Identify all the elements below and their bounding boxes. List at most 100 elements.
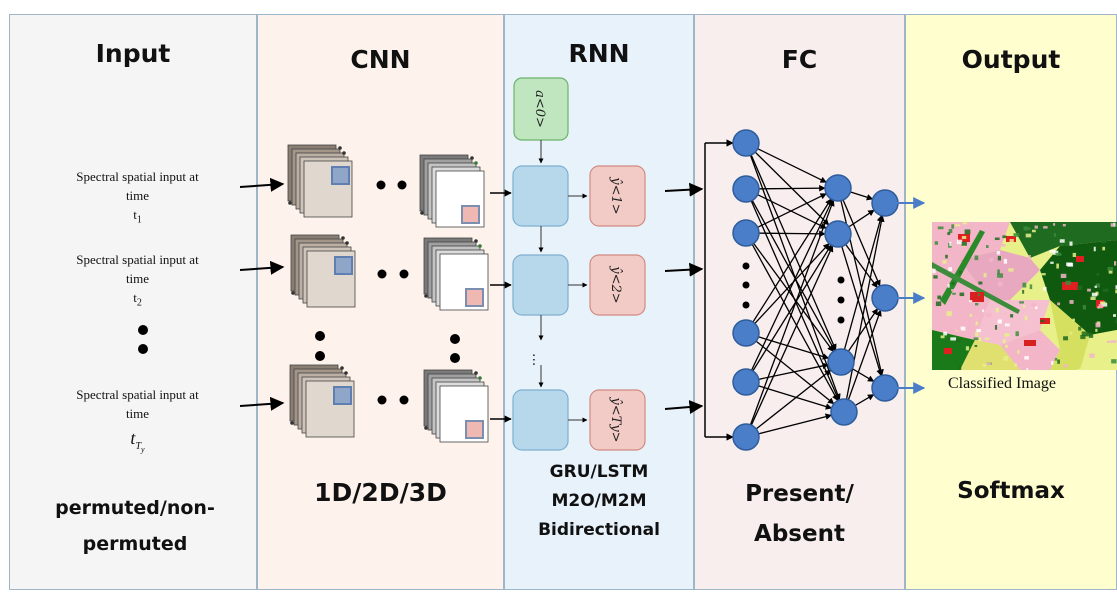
map-speckle xyxy=(957,333,962,336)
fc-ellipsis xyxy=(742,262,845,324)
map-speckle xyxy=(994,237,1000,241)
map-speckle xyxy=(974,255,979,261)
fc-node-layer-3 xyxy=(871,284,899,312)
map-speckle xyxy=(1066,262,1073,266)
cnn-corner-dot xyxy=(338,146,342,150)
map-region xyxy=(944,348,952,354)
map-speckle xyxy=(989,257,994,262)
map-speckle xyxy=(1002,235,1007,239)
cnn-stack xyxy=(423,237,489,311)
map-speckle xyxy=(1089,353,1095,358)
input-row-1-line1: Spectral spatial input at xyxy=(76,169,199,184)
cnn-kernel-square xyxy=(334,256,353,275)
map-speckle xyxy=(1072,252,1077,258)
map-speckle xyxy=(951,281,955,286)
cnn-dot xyxy=(399,395,409,405)
cnn-stack xyxy=(290,234,356,308)
fc-panel: FC xyxy=(694,14,905,590)
map-speckle xyxy=(934,241,939,245)
cnn-corner-dot xyxy=(470,156,474,160)
map-speckle xyxy=(1063,364,1068,368)
map-speckle xyxy=(974,314,981,320)
rnn-y1-box xyxy=(589,165,646,227)
rnn-cell-2[interactable] xyxy=(512,254,569,316)
map-speckle xyxy=(986,240,989,243)
input-row-3-line2: time xyxy=(125,406,150,421)
input-arrow-3 xyxy=(239,396,285,411)
map-speckle xyxy=(997,273,1003,278)
map-speckle xyxy=(1062,223,1066,227)
map-region xyxy=(975,300,1050,345)
map-region xyxy=(1006,236,1016,242)
map-speckle xyxy=(1115,285,1117,289)
map-speckle xyxy=(1031,229,1036,233)
input-row-2-line1: Spectral spatial input at xyxy=(76,252,199,267)
fc-node-layer-1 xyxy=(732,319,760,347)
map-speckle xyxy=(1069,300,1074,304)
map-speckle xyxy=(1059,239,1065,243)
map-speckle xyxy=(1017,350,1020,354)
map-speckle xyxy=(1056,263,1059,269)
map-speckle xyxy=(1100,301,1106,305)
rnn-cell-1[interactable] xyxy=(512,165,569,227)
cnn-dot xyxy=(377,269,387,279)
fc-dot xyxy=(837,316,845,324)
map-speckle xyxy=(1098,304,1103,309)
cnn-corner-dot xyxy=(420,211,424,215)
map-speckle xyxy=(1069,331,1073,335)
fc-node-layer-2 xyxy=(824,220,852,248)
map-speckle xyxy=(1005,344,1008,348)
map-speckle xyxy=(964,321,968,327)
input-footer: permuted/non- permuted xyxy=(20,490,250,562)
map-speckle xyxy=(1023,229,1027,234)
map-speckle xyxy=(1095,283,1100,288)
rnn-cell-3[interactable] xyxy=(512,389,569,451)
map-speckle xyxy=(1053,223,1056,226)
map-speckle xyxy=(976,328,981,333)
map-speckle xyxy=(1057,359,1060,364)
map-speckle xyxy=(1108,270,1113,274)
cnn-kernel-square xyxy=(465,288,484,307)
map-speckle xyxy=(1087,288,1091,292)
map-speckle xyxy=(1022,282,1027,288)
cnn-corner-dot xyxy=(478,376,482,380)
map-speckle xyxy=(1049,249,1056,253)
cnn-corner-dot xyxy=(344,371,348,375)
fc-input-bracket xyxy=(704,139,734,441)
map-speckle xyxy=(949,241,952,247)
rnn-footer-line1: GRU/LSTM xyxy=(549,462,649,482)
fc-node-layer-2 xyxy=(827,348,855,376)
map-speckle xyxy=(984,222,989,227)
map-speckle xyxy=(1041,273,1046,276)
fc-footer-line2: Absent xyxy=(754,521,845,547)
map-speckle xyxy=(975,302,979,306)
map-region xyxy=(970,292,984,302)
fc-connection xyxy=(745,369,832,438)
map-speckle xyxy=(969,300,973,303)
map-region xyxy=(1050,300,1090,370)
map-speckle xyxy=(975,321,979,326)
cnn-stack xyxy=(423,369,489,443)
map-speckle xyxy=(1101,239,1107,244)
rnn-y1-label: ŷ<1> xyxy=(608,176,623,214)
map-speckle xyxy=(951,224,955,229)
fc-node-layer-3 xyxy=(871,189,899,217)
map-region xyxy=(1024,340,1036,346)
map-speckle xyxy=(956,239,963,245)
fc-connection xyxy=(745,243,830,334)
fc-node-layer-3 xyxy=(871,374,899,402)
fc-footer-line1: Present/ xyxy=(745,481,854,507)
cnn-ellipsis xyxy=(315,180,460,405)
fc-connection xyxy=(745,199,834,383)
map-speckle xyxy=(958,365,962,370)
input-panel: Input xyxy=(9,14,257,590)
map-region xyxy=(940,230,985,305)
fc-connection xyxy=(837,187,884,376)
fc-dot xyxy=(742,262,750,270)
map-speckle xyxy=(1024,315,1028,321)
map-speckle xyxy=(947,283,950,288)
fc-node-layer-1 xyxy=(732,368,760,396)
fc-connection xyxy=(745,193,827,234)
map-speckle xyxy=(1029,284,1033,290)
fc-node-layer-2 xyxy=(830,398,858,426)
